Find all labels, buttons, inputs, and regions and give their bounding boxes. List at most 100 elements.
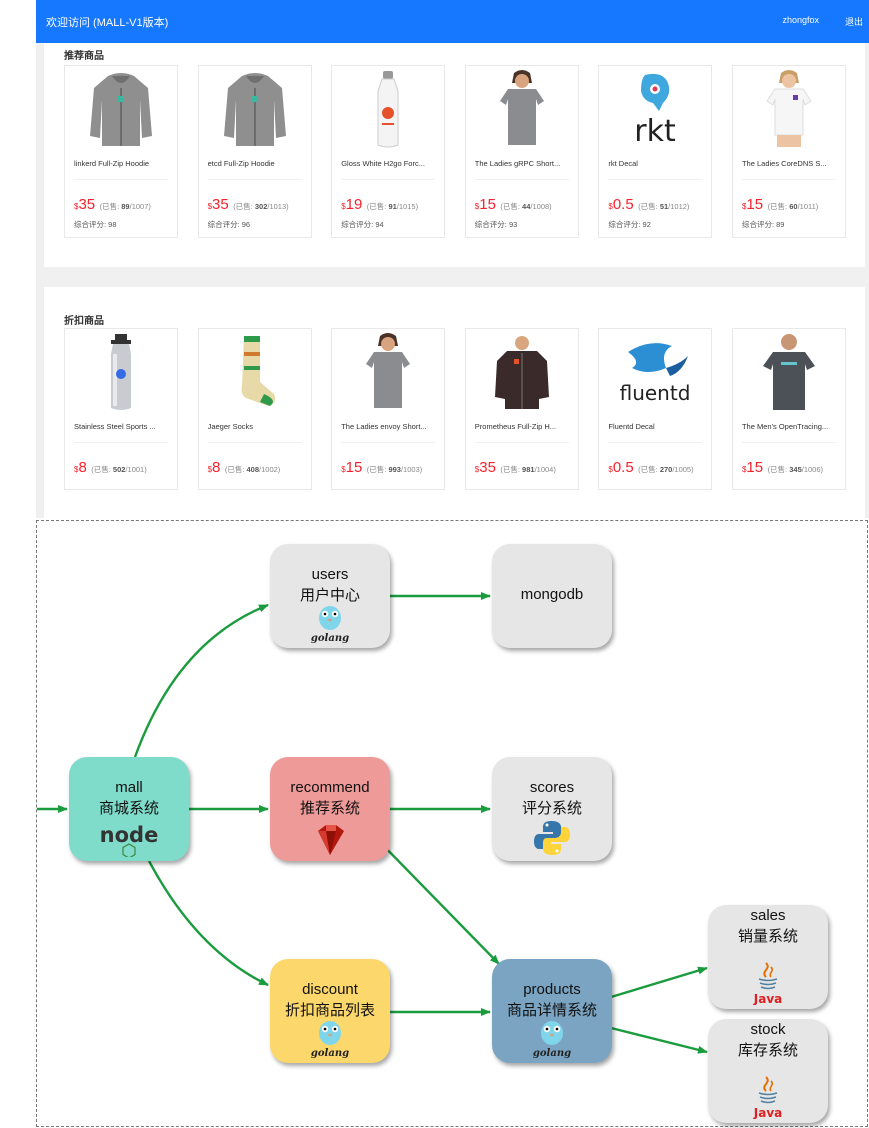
product-card[interactable]: Prometheus Full-Zip H... $35 (已售: 981/100… [464,328,579,490]
product-image[interactable] [332,66,444,151]
divider [608,179,703,180]
product-price: 35 [212,196,229,213]
svg-text:rkt: rkt [635,114,677,149]
product-card[interactable]: linkerd Full-Zip Hoodie$35 (已售: 89/1007)… [64,65,178,238]
price-line: $15 (已售: 993/1003) [341,459,422,477]
product-name[interactable]: The Ladies gRPC Short... [474,159,561,168]
product-card[interactable]: The Ladies gRPC Short... $15 (已售: 44/1008… [464,65,579,238]
java-icon: Java [708,1075,828,1119]
product-name[interactable]: Stainless Steel Sports ... [74,422,156,431]
product-image[interactable] [199,66,311,151]
product-price: 8 [78,459,87,476]
product-price: 15 [746,196,764,213]
product-image[interactable]: rkt [599,66,711,151]
mall-app: 欢迎访问 (MALL-V1版本) zhongfox 退出 推荐商品 linker… [36,0,869,518]
java-icon: Java [708,961,828,1005]
nodejs-icon: node [69,823,189,857]
product-image[interactable] [466,329,578,414]
sold-count: (已售: 44/1008) [500,202,552,211]
divider [74,179,168,180]
price-line: $19 (已售: 91/1015) [341,196,418,214]
golang-gopher-icon: golang [270,604,390,644]
product-name[interactable]: rkt Decal [608,159,638,168]
product-name[interactable]: Fluentd Decal [608,422,655,431]
product-image[interactable] [466,66,578,151]
arrow-recommend-to-products [376,838,500,965]
product-image[interactable] [65,66,177,151]
price-line: $15 (已售: 44/1008) [475,196,552,214]
product-name[interactable]: Jaeger Socks [207,422,254,431]
currency-symbol: $ [741,202,747,211]
divider [474,442,569,443]
mall-service-node: mall 商城系统 node [69,757,189,861]
currency-symbol: $ [341,465,346,474]
discount-node-name: discount [302,981,358,998]
golang-gopher-icon: golang [270,1019,390,1059]
price-line: $35 (已售: 981/1004) [475,459,556,477]
svg-text:golang: golang [533,1048,571,1059]
product-image[interactable]: fluentd [599,329,711,414]
product-name[interactable]: linkerd Full-Zip Hoodie [74,159,150,168]
product-score: 综合评分: 94 [341,220,384,229]
svg-text:fluentd: fluentd [620,381,691,405]
divider [74,442,168,443]
product-price: 15 [345,459,363,476]
currency-symbol: $ [207,202,213,211]
product-score: 综合评分: 96 [207,220,251,229]
product-name[interactable]: The Ladies CoreDNS S... [741,159,827,168]
product-name[interactable]: etcd Full-Zip Hoodie [207,159,275,168]
product-image[interactable] [733,66,845,151]
logout-link[interactable]: 退出 [844,17,863,27]
currency-symbol: $ [474,202,480,211]
recommend-section-title: 推荐商品 [64,51,104,62]
product-score: 综合评分: 92 [608,220,651,229]
product-price: 0.5 [612,459,634,476]
product-card[interactable]: Gloss White H2go Forc... $19 (已售: 91/1015… [331,65,446,238]
sold-count: (已售: 345/1006) [767,465,824,474]
recommend-node-name: recommend [290,779,370,796]
product-card[interactable]: The Ladies CoreDNS S...$15 (已售: 60/1011)… [731,65,846,238]
divider [341,179,436,180]
product-card[interactable]: etcd Full-Zip Hoodie $35 (已售: 302/1013) 综合… [197,65,312,238]
product-card[interactable]: Stainless Steel Sports ...$8 (已售: 502/10… [64,328,178,490]
products-service-node: products 商品详情系统 golang [492,959,612,1063]
product-price: 35 [78,196,96,213]
sales-service-node: sales 销量系统 Java [708,905,828,1009]
product-price: 15 [746,459,764,476]
recommend-section: 推荐商品 linkerd Full-Zip Hoodie$35 (已售: 89/… [44,43,865,267]
divider [474,179,569,180]
service-architecture-diagram: users 用户中心 golang mongodb mall 商城系统 node… [36,520,868,1127]
ruby-gem-icon [270,823,390,857]
sold-count: (已售: 302/1013) [233,202,289,211]
product-image[interactable] [199,329,311,414]
python-icon [492,819,612,857]
price-line: $35 (已售: 302/1013) [208,196,289,214]
arrow-products-to-sales [610,966,708,999]
divider [741,442,836,443]
products-node-desc: 商品详情系统 [506,1002,597,1019]
product-card[interactable]: The Ladies envoy Short... $15 (已售: 993/10… [331,328,446,490]
arrow-mall-to-users [133,603,269,758]
stock-service-node: stock 库存系统 Java [708,1019,828,1123]
mongodb-node: mongodb [492,544,612,648]
product-name[interactable]: The Men's OpenTracing... [741,422,829,431]
product-image[interactable] [65,329,177,414]
stock-node-name: stock [750,1021,786,1038]
product-name[interactable]: The Ladies envoy Short... [341,422,427,431]
product-score: 综合评分: 98 [74,220,117,229]
mongodb-node-name: mongodb [520,586,584,603]
product-price: 19 [345,196,363,213]
product-name[interactable]: Gloss White H2go Forc... [341,159,425,168]
product-card[interactable]: The Men's OpenTracing... $15 (已售: 345/100… [731,328,846,490]
users-node-name: users [311,566,349,583]
product-card[interactable]: Jaeger Socks$8 (已售: 408/1002) [197,328,312,490]
sold-count: (已售: 91/1015) [366,202,419,211]
username[interactable]: zhongfox [782,15,819,25]
product-score: 综合评分: 93 [474,220,518,229]
currency-symbol: $ [741,465,747,474]
product-image[interactable] [733,329,845,414]
product-name[interactable]: Prometheus Full-Zip H... [474,422,557,431]
product-image[interactable] [332,329,444,414]
